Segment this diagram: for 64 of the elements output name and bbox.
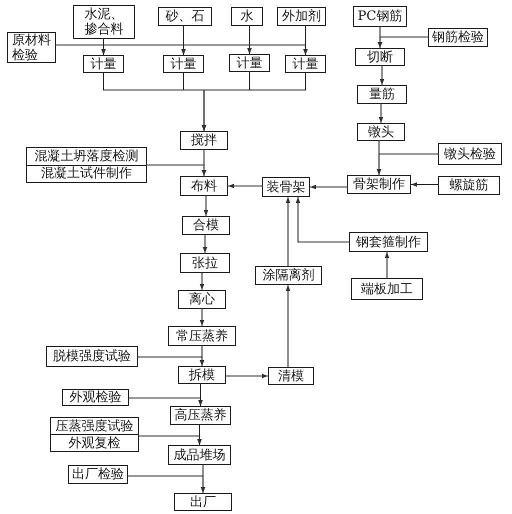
arrow — [376, 153, 438, 175]
process-box: 布料 — [180, 176, 228, 196]
arrow — [200, 273, 204, 290]
process-box: 出厂 — [174, 493, 232, 511]
process-box: 水泥、掺合料 — [73, 5, 135, 39]
process-box: 骨架制作 — [347, 175, 411, 194]
arrow — [286, 197, 290, 266]
process-box: 量筋 — [357, 85, 407, 104]
arrow — [378, 104, 384, 123]
process-box: 水 — [231, 7, 263, 26]
process-box: 计量 — [163, 55, 204, 73]
process-box: 计量 — [229, 54, 270, 72]
arrow — [202, 73, 306, 131]
process-box: 外观检验 — [62, 389, 129, 406]
process-box: 外加剂 — [277, 7, 326, 26]
arrow — [286, 285, 290, 367]
arrow — [138, 356, 204, 366]
process-box: 镦头检验 — [438, 143, 502, 165]
process-box: 出厂检验 — [68, 465, 128, 484]
process-box: 脱模强度试验 — [46, 346, 138, 367]
arrow — [129, 397, 203, 406]
process-box: PC钢筋 — [353, 6, 407, 27]
process-box: 原材料检验 — [7, 32, 56, 63]
process-box: 计量 — [83, 55, 124, 73]
process-box: 成品堆场 — [168, 445, 231, 465]
process-box: 钢筋检验 — [428, 28, 488, 47]
arrow — [411, 182, 438, 187]
box-text: 外观复检 — [68, 435, 122, 451]
box-text: 混凝土坍落度检测 — [27, 148, 146, 166]
process-box: 清模 — [268, 367, 314, 385]
process-box: 螺旋筋 — [438, 176, 500, 195]
process-box: 计量 — [285, 55, 326, 73]
process-box: 切断 — [355, 48, 405, 66]
arrow — [56, 44, 308, 55]
process-box: 合模 — [182, 216, 230, 235]
process-box: 端板加工 — [351, 278, 423, 300]
box-text: 压蒸强度试验 — [51, 418, 138, 435]
process-box: 高压蒸养 — [170, 406, 231, 425]
process-box: 钢套箍制作 — [349, 232, 428, 252]
arrow — [226, 374, 268, 378]
process-box: 张拉 — [180, 253, 230, 273]
process-box: 搅拌 — [180, 131, 228, 150]
process-box: 涂隔离剂 — [255, 266, 322, 285]
arrow — [202, 235, 208, 253]
arrow — [380, 66, 384, 85]
process-box: 砂、石 — [158, 7, 212, 26]
test-list-box — [26, 147, 147, 183]
arrow — [200, 309, 204, 326]
arrow — [228, 184, 262, 188]
box-text: 混凝土试件制作 — [40, 166, 133, 182]
process-box: 常压蒸养 — [168, 326, 236, 346]
test-list-box — [50, 417, 139, 452]
arrow — [310, 184, 347, 190]
process-box: 离心 — [178, 290, 226, 309]
arrow — [147, 164, 206, 176]
arrow — [378, 36, 428, 48]
arrow — [139, 435, 202, 445]
arrow — [384, 252, 390, 278]
arrow — [296, 197, 349, 243]
arrow — [204, 196, 208, 216]
process-box: 拆模 — [178, 366, 226, 384]
process-box: 装骨架 — [262, 177, 310, 197]
arrow — [128, 475, 206, 493]
process-box: 镦头 — [357, 123, 405, 141]
